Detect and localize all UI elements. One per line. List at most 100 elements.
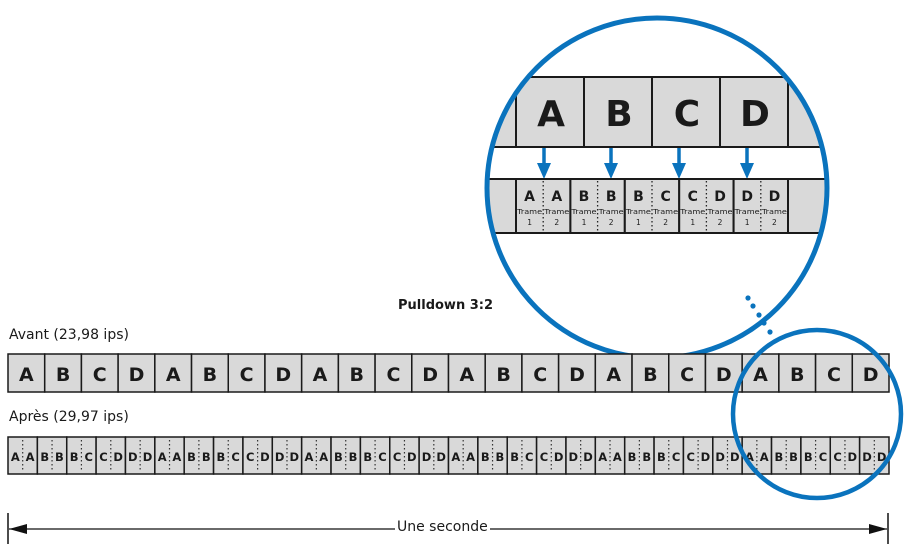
svg-text:D: D: [714, 189, 726, 205]
svg-text:Trame: Trame: [734, 208, 760, 216]
svg-text:1: 1: [690, 218, 695, 227]
svg-text:B: B: [633, 189, 644, 205]
frame-letter: C: [827, 364, 841, 386]
field-letter: B: [642, 450, 651, 464]
svg-text:B: B: [579, 189, 590, 205]
svg-text:Trame: Trame: [543, 208, 569, 216]
svg-text:2: 2: [718, 218, 723, 227]
frame-letter: C: [386, 364, 400, 386]
field-letter: B: [481, 450, 490, 464]
after-label: Après (29,97 ips): [9, 409, 129, 425]
svg-text:Trame: Trame: [652, 208, 678, 216]
frame-letter: C: [533, 364, 547, 386]
before-label: Avant (23,98 ips): [9, 327, 129, 343]
svg-text:D: D: [769, 189, 781, 205]
before-frame: B: [631, 353, 670, 393]
field-letter: C: [378, 450, 386, 464]
frame-letter: B: [790, 364, 804, 386]
before-frame: A: [594, 353, 633, 393]
field-letter: D: [554, 450, 564, 464]
svg-text:C: C: [688, 189, 698, 205]
field-letter: D: [569, 450, 579, 464]
field-letter: C: [672, 450, 680, 464]
svg-text:2: 2: [663, 218, 668, 227]
field-letter: B: [202, 450, 211, 464]
field-letter: B: [628, 450, 637, 464]
field-letter: D: [730, 450, 740, 464]
svg-text:2: 2: [772, 218, 777, 227]
svg-text:Trame: Trame: [706, 208, 732, 216]
field-letter: D: [436, 450, 446, 464]
frame-letter: D: [863, 364, 879, 386]
field-letter: B: [804, 450, 813, 464]
magnified-film-frame: B: [583, 76, 653, 148]
field-letter: B: [496, 450, 505, 464]
arrow-down-icon: [672, 148, 686, 179]
diagram-title: Pulldown 3:2: [398, 298, 494, 313]
magnified-video-frames: ATrame1ATrame2BTrame1BTrame2BTrame1CTram…: [487, 178, 827, 234]
field-letter: A: [598, 450, 607, 464]
field-letter: A: [158, 450, 167, 464]
frame-letter: D: [422, 364, 438, 386]
before-frame: C: [814, 353, 854, 393]
before-frame: A: [741, 353, 780, 393]
frame-letter: B: [605, 94, 632, 135]
field-letter: B: [774, 450, 783, 464]
before-frame: C: [521, 353, 560, 393]
field-letter: C: [687, 450, 695, 464]
svg-text:1: 1: [745, 218, 750, 227]
arrow-right-icon: [869, 524, 887, 534]
frame-letter: B: [496, 364, 510, 386]
field-letter: B: [217, 450, 226, 464]
before-frame: C: [227, 353, 266, 393]
field-letter: A: [760, 450, 769, 464]
frame-letter: A: [606, 364, 621, 386]
svg-text:A: A: [524, 189, 535, 205]
svg-text:1: 1: [582, 218, 587, 227]
before-frame: C: [80, 353, 119, 393]
magnified-film-frame: A: [515, 76, 585, 148]
frame-letter: C: [674, 94, 700, 135]
field-letter: B: [789, 450, 798, 464]
svg-text:2: 2: [609, 218, 614, 227]
field-letter: D: [862, 450, 872, 464]
field-letter: A: [305, 450, 314, 464]
before-frame: B: [484, 353, 523, 393]
field-letter: D: [583, 450, 593, 464]
field-letter: C: [231, 450, 239, 464]
magnified-film-frame: C: [651, 76, 721, 148]
before-frame: D: [557, 353, 597, 393]
field-letter: D: [143, 450, 153, 464]
field-letter: B: [40, 450, 49, 464]
field-letter: D: [113, 450, 123, 464]
arrow-down-icon: [740, 148, 754, 179]
field-letter: C: [525, 450, 533, 464]
svg-text:2: 2: [554, 218, 559, 227]
field-letter: A: [26, 450, 35, 464]
field-letter: A: [613, 450, 622, 464]
before-frame: B: [43, 353, 83, 393]
field-letter: D: [715, 450, 725, 464]
field-letter: A: [451, 450, 460, 464]
